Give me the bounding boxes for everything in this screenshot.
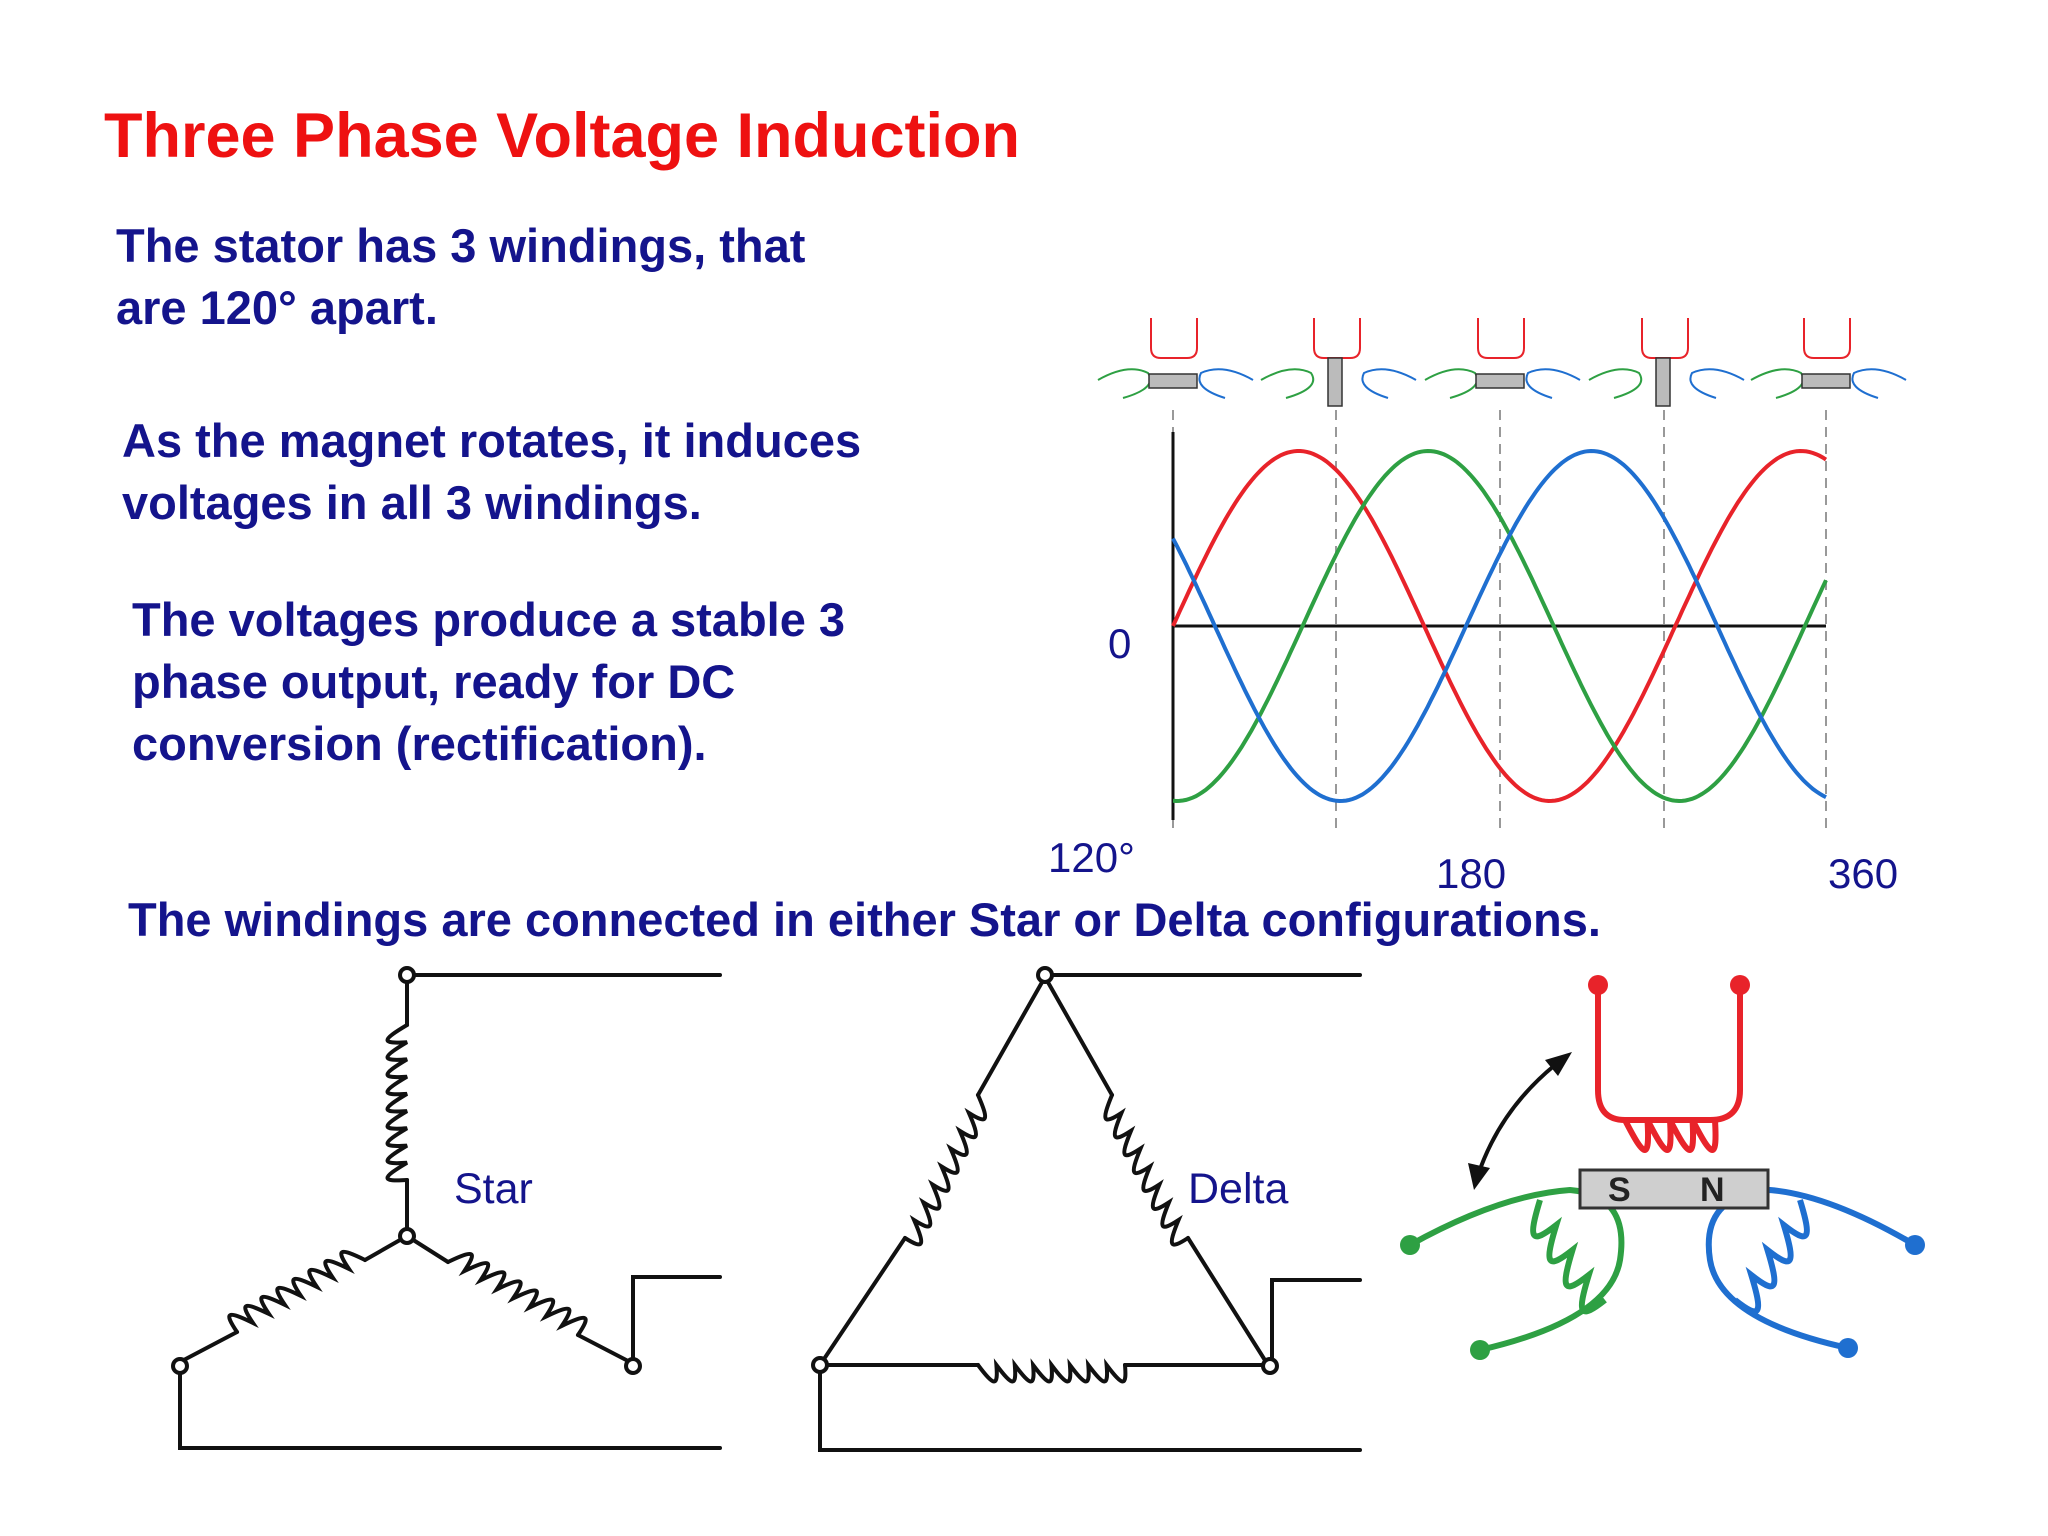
- mini-winding: [1750, 368, 1805, 399]
- paragraph-line: As the magnet rotates, it induces: [122, 414, 862, 467]
- mini-winding: [1097, 368, 1152, 399]
- delta-terminal: [1261, 1357, 1279, 1375]
- mini-magnet: [1148, 373, 1198, 389]
- paragraph-line: The voltages produce a stable 3: [132, 593, 846, 646]
- waveform-graph: [1171, 410, 1828, 830]
- rotor-position-icon: [1424, 318, 1581, 399]
- mini-winding: [1198, 368, 1254, 399]
- zero-axis-label: 0: [1108, 620, 1132, 667]
- green-terminal: [1400, 1235, 1420, 1255]
- mini-winding: [1588, 368, 1643, 399]
- mini-winding: [1851, 368, 1907, 399]
- bar-magnet: [1578, 1168, 1770, 1210]
- red-winding: [1595, 985, 1743, 1123]
- rotor-position-icon: [1750, 318, 1907, 399]
- delta-coil-left: [903, 1093, 988, 1247]
- star-line-middle: [631, 1275, 722, 1364]
- star-terminal: [398, 966, 416, 984]
- red-coil-icon: [1622, 1118, 1719, 1153]
- tick-label-360: 360: [1828, 850, 1899, 897]
- slide-title: Three Phase Voltage Induction: [104, 101, 1020, 171]
- star-lead-r2: [576, 1333, 632, 1364]
- blue-terminal: [1905, 1235, 1925, 1255]
- rotor-position-icon: [1097, 318, 1254, 399]
- paragraph-line: The stator has 3 windings, that: [116, 219, 806, 272]
- mini-magnet: [1801, 373, 1851, 389]
- magnet-south-pole: S: [1608, 1171, 1631, 1209]
- arrow-head-icon: [1545, 1052, 1572, 1076]
- star-coil-left: [227, 1249, 367, 1334]
- star-diagram: [171, 966, 722, 1450]
- paragraph-line: are 120° apart.: [116, 281, 438, 334]
- phase-wave-blue: [1171, 448, 1827, 804]
- star-line-bottom: [178, 1366, 722, 1450]
- tick-label-180: 180: [1436, 850, 1507, 897]
- green-terminal: [1470, 1340, 1490, 1360]
- mini-magnet: [1475, 373, 1525, 389]
- mini-winding: [1803, 318, 1851, 359]
- star-lead-l2: [178, 1330, 239, 1364]
- delta-edge-right-b: [1186, 1236, 1270, 1367]
- generator-illustration: S N: [1400, 975, 1925, 1360]
- paragraph-line: voltages in all 3 windings.: [122, 476, 702, 529]
- star-neutral-node: [398, 1227, 416, 1245]
- red-terminal: [1588, 975, 1608, 995]
- star-terminal: [171, 1357, 189, 1375]
- mini-winding: [1361, 368, 1417, 399]
- red-terminal: [1730, 975, 1750, 995]
- arrow-head-icon: [1468, 1163, 1490, 1190]
- green-coil-icon: [1530, 1199, 1607, 1315]
- blue-winding: [1705, 1186, 1917, 1351]
- paragraph-stator: The stator has 3 windings, that are 120°…: [116, 215, 805, 339]
- delta-line-middle: [1270, 1278, 1362, 1364]
- tick-label-120: 120°: [1048, 834, 1135, 881]
- rotor-position-icon: [1260, 318, 1417, 407]
- star-label: Star: [454, 1165, 533, 1213]
- delta-label: Delta: [1188, 1165, 1289, 1213]
- magnet-north-pole: N: [1700, 1171, 1725, 1209]
- delta-coil-right: [1103, 1093, 1190, 1247]
- paragraph-line: conversion (rectification).: [132, 717, 707, 770]
- star-coil-right: [446, 1252, 588, 1337]
- paragraph-line: phase output, ready for DC: [132, 655, 736, 708]
- delta-terminal: [1036, 966, 1054, 984]
- mini-magnet: [1327, 357, 1343, 407]
- rotor-position-icon: [1588, 318, 1745, 407]
- mini-winding: [1689, 368, 1745, 399]
- paragraph-magnet: As the magnet rotates, it induces voltag…: [122, 410, 861, 534]
- delta-edge-left-a: [976, 975, 1047, 1097]
- mini-winding: [1260, 368, 1315, 399]
- phase-wave-green: [1172, 448, 1828, 804]
- delta-edge-left-b: [818, 1236, 907, 1367]
- rotor-positions: [1097, 318, 1907, 407]
- mini-winding: [1641, 318, 1689, 359]
- mini-winding: [1313, 318, 1361, 359]
- paragraph-output: The voltages produce a stable 3 phase ou…: [132, 589, 845, 775]
- delta-coil-bottom: [976, 1358, 1128, 1384]
- delta-diagram: [811, 966, 1362, 1452]
- configuration-statement: The windings are connected in either Sta…: [128, 893, 1601, 946]
- rotation-arrow-icon: [1476, 1063, 1557, 1176]
- delta-terminal: [811, 1356, 829, 1374]
- delta-line-bottom: [818, 1366, 1362, 1452]
- blue-terminal: [1838, 1338, 1858, 1358]
- mini-winding: [1150, 318, 1198, 359]
- blue-coil-icon: [1733, 1199, 1810, 1315]
- star-terminal: [624, 1357, 642, 1375]
- mini-winding: [1525, 368, 1581, 399]
- mini-winding: [1477, 318, 1525, 359]
- star-coil-top: [385, 1023, 409, 1183]
- phase-wave-red: [1171, 448, 1828, 804]
- green-winding: [1408, 1186, 1625, 1353]
- delta-edge-right-a: [1043, 975, 1114, 1097]
- mini-magnet: [1655, 357, 1671, 407]
- mini-winding: [1424, 368, 1479, 399]
